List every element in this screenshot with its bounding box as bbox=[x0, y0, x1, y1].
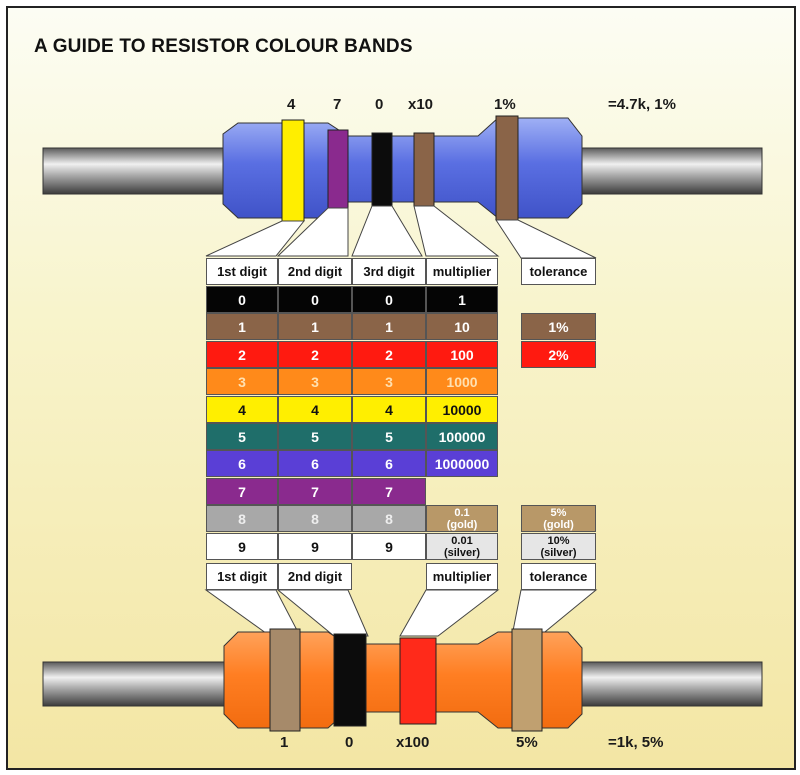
row-3-multiplier: 1000 bbox=[426, 368, 498, 395]
top-label-multiplier: x10 bbox=[408, 96, 434, 113]
row-5-col-0: 5 bbox=[206, 423, 278, 450]
row-1-col-1: 1 bbox=[278, 313, 352, 340]
row-6-col-0: 6 bbox=[206, 450, 278, 477]
row-6-col-2: 6 bbox=[352, 450, 426, 477]
row-2-col-0: 2 bbox=[206, 341, 278, 368]
row-6-multiplier: 1000000 bbox=[426, 450, 498, 477]
row-8-col-1: 8 bbox=[278, 505, 352, 532]
row-7-col-1: 7 bbox=[278, 478, 352, 505]
header-top-0: 1st digit bbox=[206, 258, 278, 285]
connector-bottom-multiplier bbox=[399, 589, 500, 637]
connector-3rd-digit bbox=[351, 205, 423, 257]
connector-tolerance bbox=[495, 219, 597, 259]
row-9-col-2: 9 bbox=[352, 533, 426, 560]
row-1-col-0: 1 bbox=[206, 313, 278, 340]
header-top-1: 2nd digit bbox=[278, 258, 352, 285]
top-label-digit1: 4 bbox=[287, 96, 296, 113]
page-title: A GUIDE TO RESISTOR COLOUR BANDS bbox=[34, 36, 413, 57]
bottom-label-tolerance: 5% bbox=[516, 734, 538, 751]
bottom-result: =1k, 5% bbox=[608, 734, 664, 751]
header-bottom-1: 2nd digit bbox=[278, 563, 352, 590]
row-0-multiplier: 1 bbox=[426, 286, 498, 313]
row-5-col-2: 5 bbox=[352, 423, 426, 450]
row-9-multiplier: 0.01 (silver) bbox=[426, 533, 498, 560]
top-resistor-body bbox=[222, 117, 583, 219]
row-8-col-2: 8 bbox=[352, 505, 426, 532]
header-bottom-4: tolerance bbox=[521, 563, 596, 590]
row-7-col-2: 7 bbox=[352, 478, 426, 505]
row-2-multiplier: 100 bbox=[426, 341, 498, 368]
row-9-col-0: 9 bbox=[206, 533, 278, 560]
row-8-multiplier: 0.1 (gold) bbox=[426, 505, 498, 532]
row-5-multiplier: 100000 bbox=[426, 423, 498, 450]
bottom-left-lead bbox=[42, 661, 244, 707]
top-band-brown-tolerance bbox=[495, 115, 519, 221]
row-4-col-0: 4 bbox=[206, 396, 278, 423]
row-8-tolerance: 5% (gold) bbox=[521, 505, 596, 532]
connector-1st-digit bbox=[205, 220, 306, 257]
row-9-col-1: 9 bbox=[278, 533, 352, 560]
top-band-violet bbox=[327, 129, 349, 209]
connector-bottom-2nd bbox=[276, 589, 369, 637]
header-top-4: tolerance bbox=[521, 258, 596, 285]
row-6-col-1: 6 bbox=[278, 450, 352, 477]
header-top-3: multiplier bbox=[426, 258, 498, 285]
top-label-digit2: 7 bbox=[333, 96, 342, 113]
row-1-tolerance: 1% bbox=[521, 313, 596, 340]
bottom-band-gold bbox=[511, 628, 543, 732]
resistor-diagram bbox=[42, 115, 763, 732]
row-4-col-2: 4 bbox=[352, 396, 426, 423]
row-5-col-1: 5 bbox=[278, 423, 352, 450]
bottom-right-lead bbox=[567, 661, 763, 707]
row-2-tolerance: 2% bbox=[521, 341, 596, 368]
row-4-multiplier: 10000 bbox=[426, 396, 498, 423]
row-7-col-0: 7 bbox=[206, 478, 278, 505]
row-0-col-2: 0 bbox=[352, 286, 426, 313]
top-label-digit3: 0 bbox=[375, 96, 384, 113]
header-bottom-3: multiplier bbox=[426, 563, 498, 590]
row-9-tolerance: 10% (silver) bbox=[521, 533, 596, 560]
row-1-col-2: 1 bbox=[352, 313, 426, 340]
row-2-col-1: 2 bbox=[278, 341, 352, 368]
top-band-yellow bbox=[281, 119, 305, 222]
connector-multiplier bbox=[413, 205, 500, 257]
top-band-black bbox=[371, 132, 393, 207]
top-label-tolerance: 1% bbox=[494, 96, 516, 113]
bottom-label-digit1: 1 bbox=[280, 734, 289, 751]
row-3-col-0: 3 bbox=[206, 368, 278, 395]
row-0-col-1: 0 bbox=[278, 286, 352, 313]
row-3-col-2: 3 bbox=[352, 368, 426, 395]
row-8-col-0: 8 bbox=[206, 505, 278, 532]
row-0-col-0: 0 bbox=[206, 286, 278, 313]
top-right-lead bbox=[567, 147, 763, 195]
bottom-label-multiplier: x100 bbox=[396, 734, 430, 751]
row-4-col-1: 4 bbox=[278, 396, 352, 423]
top-result: =4.7k, 1% bbox=[608, 96, 676, 113]
top-band-brown bbox=[413, 132, 435, 207]
row-2-col-2: 2 bbox=[352, 341, 426, 368]
row-3-col-1: 3 bbox=[278, 368, 352, 395]
bottom-band-brown bbox=[269, 628, 301, 732]
header-top-2: 3rd digit bbox=[352, 258, 426, 285]
bottom-label-digit2: 0 bbox=[345, 734, 354, 751]
header-bottom-0: 1st digit bbox=[206, 563, 278, 590]
bottom-band-red bbox=[399, 637, 437, 725]
bottom-band-black bbox=[333, 633, 367, 727]
connector-2nd-digit bbox=[276, 207, 349, 257]
row-1-multiplier: 10 bbox=[426, 313, 498, 340]
top-left-lead bbox=[42, 147, 244, 195]
guide-frame: A GUIDE TO RESISTOR COLOUR BANDS bbox=[6, 6, 796, 770]
